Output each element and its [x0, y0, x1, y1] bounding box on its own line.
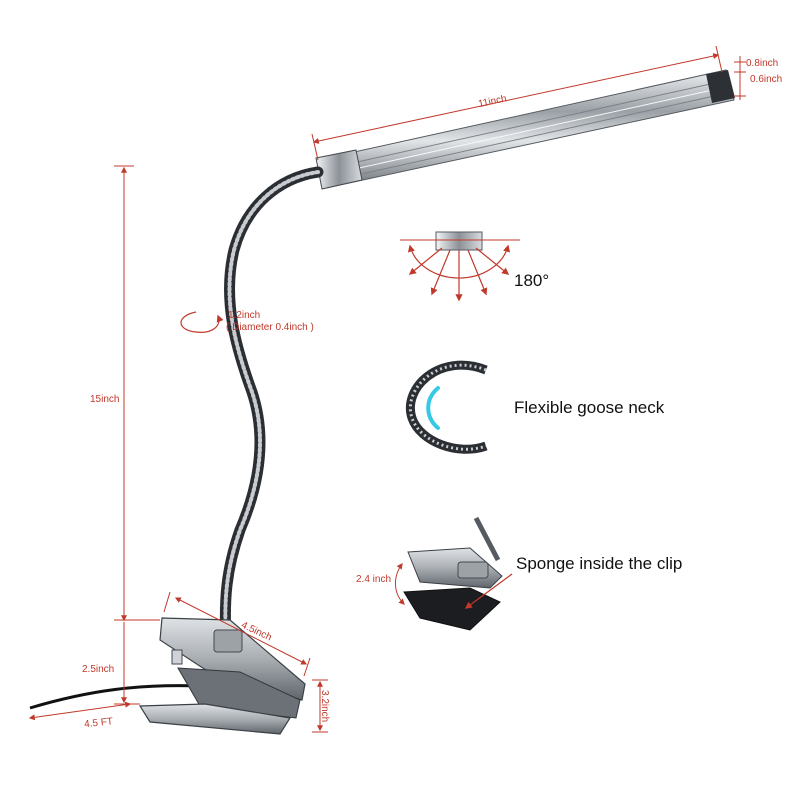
goose-neck-feature: Flexible goose neck	[405, 360, 665, 454]
beam-angle-feature: 180°	[400, 231, 549, 302]
led-module	[435, 231, 483, 251]
total-height-label: 15inch	[90, 394, 119, 405]
sponge-label: Sponge inside the clip	[516, 554, 682, 573]
goose-neck	[219, 166, 324, 646]
bar-length-label: 11inch	[477, 93, 507, 110]
sponge-clip-opening-label: 2.4 inch	[356, 574, 391, 585]
goose-neck-label: Flexible goose neck	[514, 398, 665, 417]
beam-angle-label: 180°	[514, 271, 549, 290]
neck-diameter-label: ( Diameter 0.4inch )	[226, 322, 314, 333]
light-bar	[315, 69, 735, 190]
bar-width-label: 0.8inch	[746, 58, 778, 69]
cable-length-label: 4.5 FT	[84, 716, 114, 730]
neck-size-label: 1.2inch	[228, 310, 260, 321]
sponge-clip-feature: 2.4 inch Sponge inside the clip	[356, 516, 682, 631]
dimension-lines	[28, 45, 746, 733]
bar-height-label: 0.6inch	[750, 74, 782, 85]
clip-height-label: 2.5inch	[82, 664, 114, 675]
clip-opening-label: 3.2inch	[319, 690, 330, 722]
